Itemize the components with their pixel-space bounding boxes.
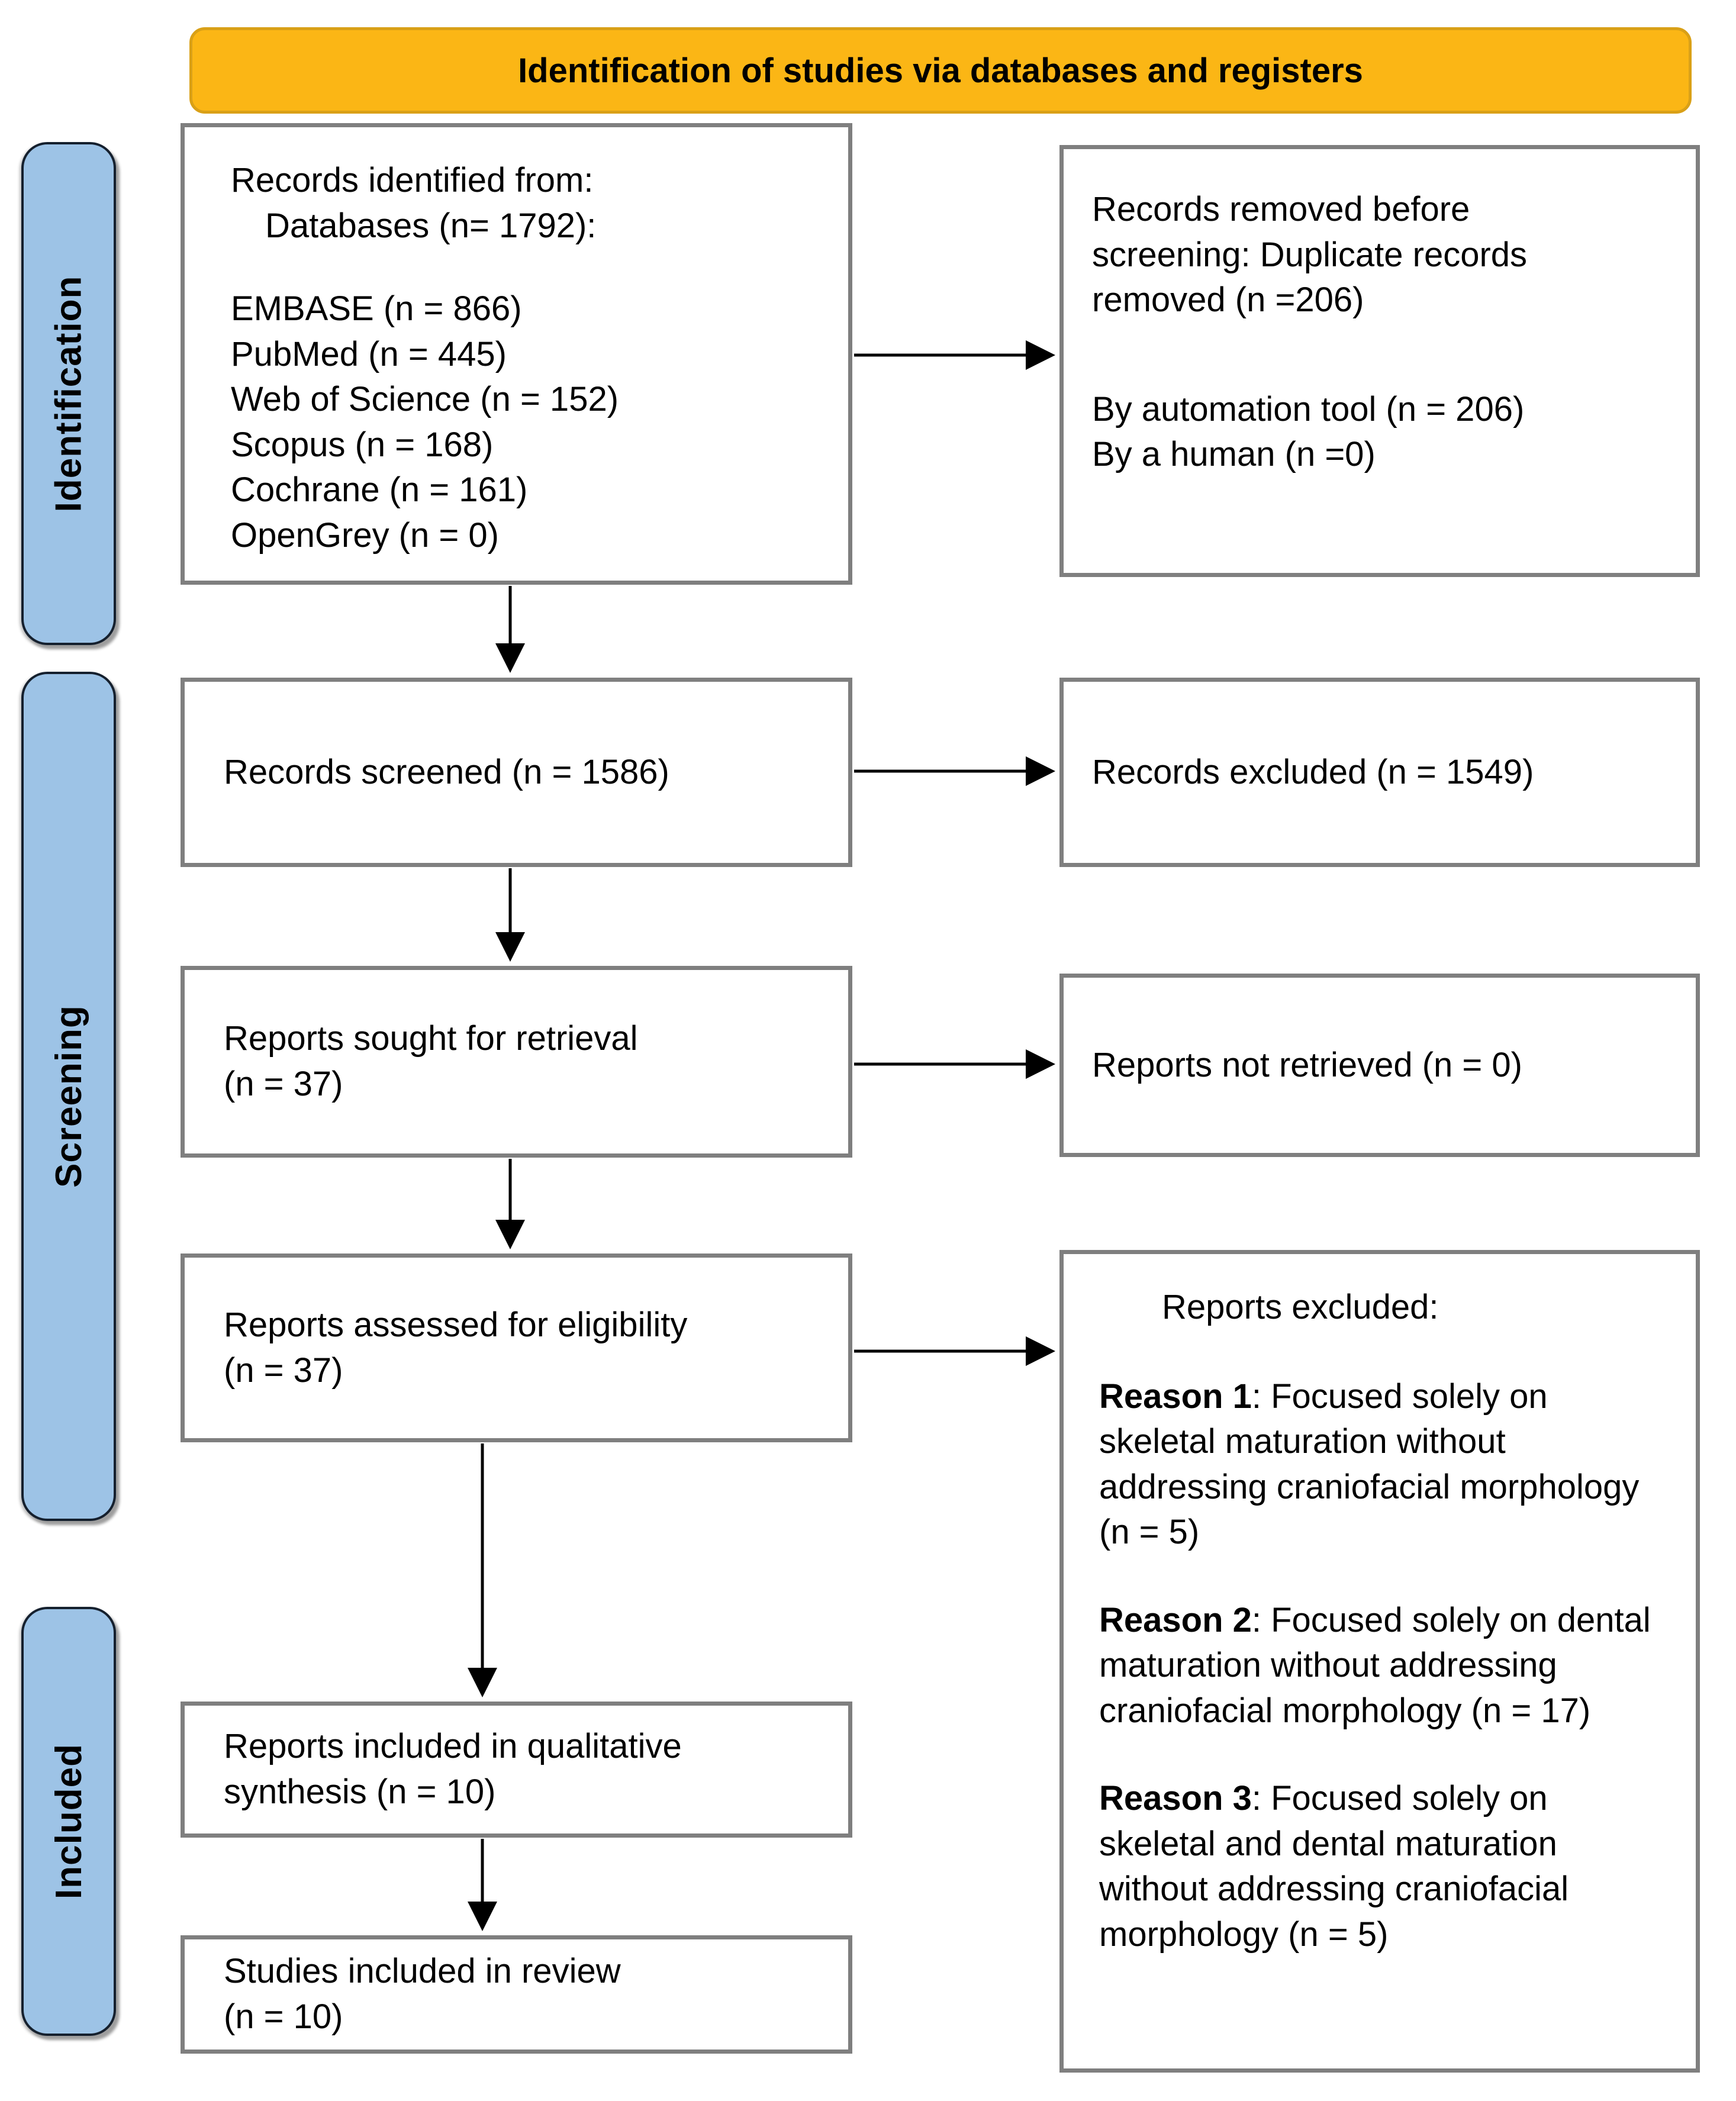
stage-label-screening-text: Screening: [48, 1005, 89, 1188]
database-count-opengrey: OpenGrey (n = 0): [231, 515, 499, 555]
reports-excluded-title: Reports excluded:: [1162, 1288, 1439, 1326]
database-count-scopus: Scopus (n = 168): [231, 425, 494, 464]
reason-1-text: : Focused solely on skeletal maturation …: [1099, 1377, 1640, 1552]
database-count-pubmed: PubMed (n = 445): [231, 334, 507, 373]
records-screened-text: Records screened (n = 1586): [224, 752, 669, 791]
reason-3-text: : Focused solely on skeletal and dental …: [1099, 1779, 1569, 1954]
stage-label-included: Included: [21, 1607, 116, 2036]
box-studies-included-review: Studies included in review (n = 10): [181, 1935, 852, 2054]
reports-not-retrieved-text: Reports not retrieved (n = 0): [1092, 1045, 1522, 1084]
records-identified-line1: Records identified from:: [231, 161, 594, 199]
box-records-identified: Records identified from: Databases (n= 1…: [181, 123, 852, 585]
records-removed-human: By a human (n =0): [1092, 435, 1376, 474]
reason-1-label: Reason 1: [1099, 1377, 1252, 1416]
reason-2-label: Reason 2: [1099, 1600, 1252, 1639]
exclusion-reason-2: Reason 2: Focused solely on dental matur…: [1099, 1598, 1667, 1734]
box-reports-not-retrieved: Reports not retrieved (n = 0): [1059, 974, 1700, 1157]
reports-included-line1: Reports included in qualitative: [224, 1727, 682, 1766]
reason-3-label: Reason 3: [1099, 1779, 1252, 1818]
reports-included-line2: synthesis (n = 10): [224, 1773, 496, 1811]
box-reports-assessed: Reports assessed for eligibility (n = 37…: [181, 1253, 852, 1442]
records-removed-paragraph: Records removed before screening: Duplic…: [1092, 190, 1528, 320]
exclusion-reason-1: Reason 1: Focused solely on skeletal mat…: [1099, 1374, 1667, 1555]
box-records-screened: Records screened (n = 1586): [181, 678, 852, 867]
stage-label-identification: Identification: [21, 142, 116, 645]
database-count-embase: EMBASE (n = 866): [231, 289, 522, 328]
reports-sought-line1: Reports sought for retrieval: [224, 1019, 638, 1058]
box-records-excluded: Records excluded (n = 1549): [1059, 678, 1700, 867]
diagram-title-banner: Identification of studies via databases …: [189, 27, 1692, 114]
spacer: [231, 249, 824, 286]
database-count-cochrane: Cochrane (n = 161): [231, 471, 528, 510]
exclusion-reason-3: Reason 3: Focused solely on skeletal and…: [1099, 1776, 1667, 1957]
stage-label-included-text: Included: [48, 1744, 89, 1899]
box-reports-sought: Reports sought for retrieval (n = 37): [181, 966, 852, 1158]
records-removed-automation: By automation tool (n = 206): [1092, 389, 1525, 428]
box-reports-excluded-reasons: Reports excluded: Reason 1: Focused sole…: [1059, 1250, 1700, 2073]
reports-assessed-line1: Reports assessed for eligibility: [224, 1305, 688, 1344]
box-records-removed: Records removed before screening: Duplic…: [1059, 145, 1700, 577]
database-count-web-of-science: Web of Science (n = 152): [231, 380, 619, 419]
studies-included-line2: (n = 10): [224, 1997, 343, 2036]
records-identified-line2: Databases (n= 1792):: [265, 206, 597, 245]
stage-label-identification-text: Identification: [48, 275, 89, 512]
records-excluded-text: Records excluded (n = 1549): [1092, 752, 1534, 791]
spacer: [1092, 323, 1672, 387]
studies-included-line1: Studies included in review: [224, 1952, 621, 1991]
reports-sought-line2: (n = 37): [224, 1065, 343, 1103]
reports-assessed-line2: (n = 37): [224, 1351, 343, 1390]
box-reports-included-qualitative: Reports included in qualitative synthesi…: [181, 1702, 852, 1838]
stage-label-screening: Screening: [21, 672, 116, 1521]
reason-2-text: : Focused solely on dental maturation wi…: [1099, 1600, 1651, 1730]
diagram-title: Identification of studies via databases …: [518, 51, 1363, 90]
